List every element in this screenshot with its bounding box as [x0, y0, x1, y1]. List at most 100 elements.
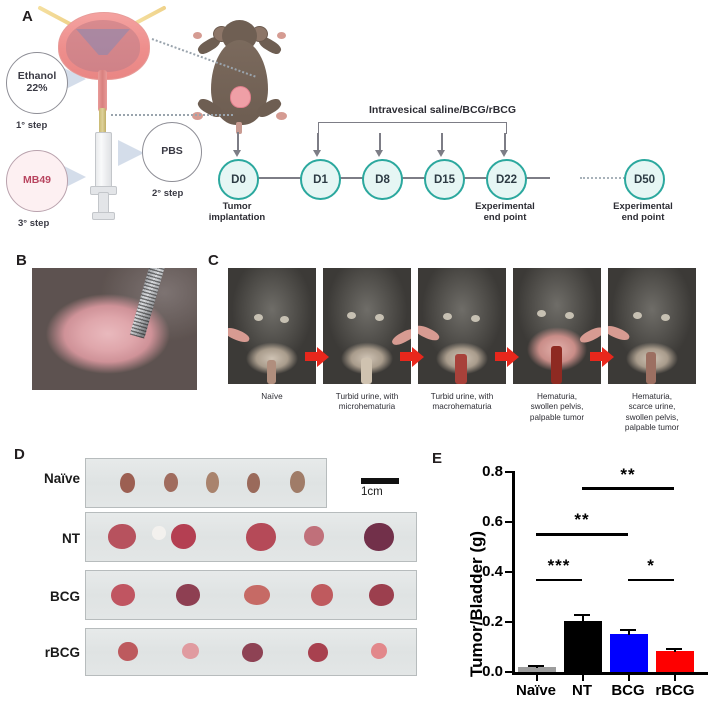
timeline-node-d22[interactable]: D22 [486, 159, 527, 200]
specimen [108, 524, 136, 549]
specimen [182, 643, 199, 659]
specimen [364, 523, 394, 551]
timeline-node-d50[interactable]: D50 [624, 159, 665, 200]
errorbar-nt [581, 613, 585, 623]
treatment-arrow-d15 [438, 133, 445, 157]
mouse-nipple-3b [471, 315, 480, 322]
sig-line-naive-nt [535, 578, 582, 582]
mouse-leg-2 [390, 326, 411, 348]
x-tick-rbcg [673, 674, 677, 681]
mouse-nipple-2b [375, 314, 384, 321]
errorcap-naive [528, 665, 544, 668]
syringe-needle-icon [99, 108, 106, 134]
specimen [371, 643, 387, 659]
x-label-rbcg: rBCG [655, 682, 695, 699]
y-tick-0.6 [505, 521, 512, 524]
timeline-seg-4 [516, 177, 550, 179]
panel-letter-e: E [432, 450, 443, 467]
mouse-leg-5 [608, 323, 631, 343]
mouse-nipple-1a [254, 314, 263, 321]
scale-bar [361, 478, 399, 484]
mouse-leg-1 [228, 325, 251, 345]
wedge-pbs [118, 140, 144, 166]
timeline-node-d0[interactable]: D0 [218, 159, 259, 200]
y-tick-0.8 [505, 471, 512, 474]
bar-nt [564, 621, 602, 672]
reagent-mb49-line1: MB49 [22, 174, 51, 187]
mouse-paw-fr [277, 32, 286, 39]
mouse-nipple-4b [565, 312, 574, 319]
mouse-tail [236, 122, 242, 134]
bladder-neck [98, 70, 107, 112]
errorcap-bcg [620, 628, 636, 631]
x-axis-line [512, 672, 708, 675]
mouse-leg-3 [418, 323, 441, 343]
mouse-nipple-4a [537, 310, 546, 317]
treatment-arrow-d22 [501, 133, 508, 157]
panel-c-photo-1 [228, 268, 316, 384]
panel-c-caption-4: Hematuria, swollen pelvis, palpable tumo… [529, 392, 585, 422]
timeline-caption-d0: Tumor implantation [208, 201, 266, 223]
syringe-thumbrest-icon [92, 212, 115, 220]
reagent-pbs: PBS [142, 122, 202, 182]
treatment-arrow-d1 [314, 133, 321, 157]
panel-d-row-label-bcg: BCG [50, 589, 80, 604]
mouse-paw-hl [192, 112, 203, 120]
timeline-node-d8[interactable]: D8 [362, 159, 403, 200]
sig-stars-bcg-rbcg: * [647, 556, 655, 575]
errorcap-rbcg [666, 647, 682, 650]
panel-letter-a: A [22, 8, 33, 25]
panel-c-caption-5: Hematuria, scarce urine, swollen pelvis,… [624, 392, 680, 432]
y-label-0.4: 0.4 [482, 563, 503, 580]
progression-arrow-2 [400, 346, 424, 367]
sig-stars-nt-rbcg: ** [620, 465, 636, 484]
mouse-nipple-5b [661, 314, 670, 321]
mouse-leg-4 [578, 324, 601, 346]
mouse-urethra-5 [646, 352, 656, 384]
x-label-naive: Naïve [515, 682, 557, 699]
sig-line-nt-rbcg [581, 487, 674, 490]
timeline-node-d15[interactable]: D15 [424, 159, 465, 200]
specimen [369, 584, 394, 606]
specimen [304, 526, 324, 546]
panel-c-photo-5 [608, 268, 696, 384]
panel-letter-b: B [16, 252, 27, 269]
bar-bcg [610, 633, 648, 672]
specimen [242, 643, 263, 662]
y-label-0.8: 0.8 [482, 463, 503, 480]
reagent-mb49: MB49 [6, 150, 68, 212]
mouse-hematuria-4 [551, 346, 562, 384]
panel-d-row-naive [85, 458, 327, 508]
panel-letter-d: D [14, 446, 25, 463]
timeline-seg-3 [454, 177, 488, 179]
panel-c-caption-1: Naïve [261, 392, 283, 401]
specimen [311, 584, 333, 606]
y-tick-0.4 [505, 571, 512, 574]
progression-arrow-4 [590, 346, 614, 367]
mouse-nipple-2a [347, 312, 356, 319]
mouse-nipple-5a [633, 312, 642, 319]
treatment-label: Intravesical saline/BCG/rBCG [369, 104, 517, 116]
y-tick-0.0 [505, 671, 512, 674]
timeline-node-d1[interactable]: D1 [300, 159, 341, 200]
sig-line-bcg-rbcg [627, 578, 674, 582]
reagent-ethanol-step: 1° step [16, 120, 48, 131]
sig-stars-naive-nt: *** [547, 556, 571, 575]
panel-e-chart: Tumor/Bladder (g) 0.8 0.6 0.4 0.2 0.0 [425, 440, 721, 701]
panel-d-row-bcg [85, 570, 417, 620]
syringe-barrel-icon [95, 132, 112, 190]
panel-c-caption-3: Turbid urine, with macrohematuria [430, 392, 494, 412]
x-tick-nt [581, 674, 585, 681]
timeline-seg-0 [236, 177, 302, 179]
panel-d-row-rbcg [85, 628, 417, 676]
timeline-caption-d50: Experimental end point [613, 201, 673, 223]
treatment-arrow-d8 [376, 133, 383, 157]
mouse-urine-2 [361, 358, 372, 384]
x-label-bcg: BCG [611, 682, 645, 699]
specimen [290, 471, 305, 493]
treatment-bracket [318, 122, 507, 134]
mouse-nipple-3a [443, 313, 452, 320]
bar-naive [518, 666, 556, 672]
y-label-0.2: 0.2 [482, 613, 503, 630]
panel-d-row-label-nt: NT [62, 531, 80, 546]
